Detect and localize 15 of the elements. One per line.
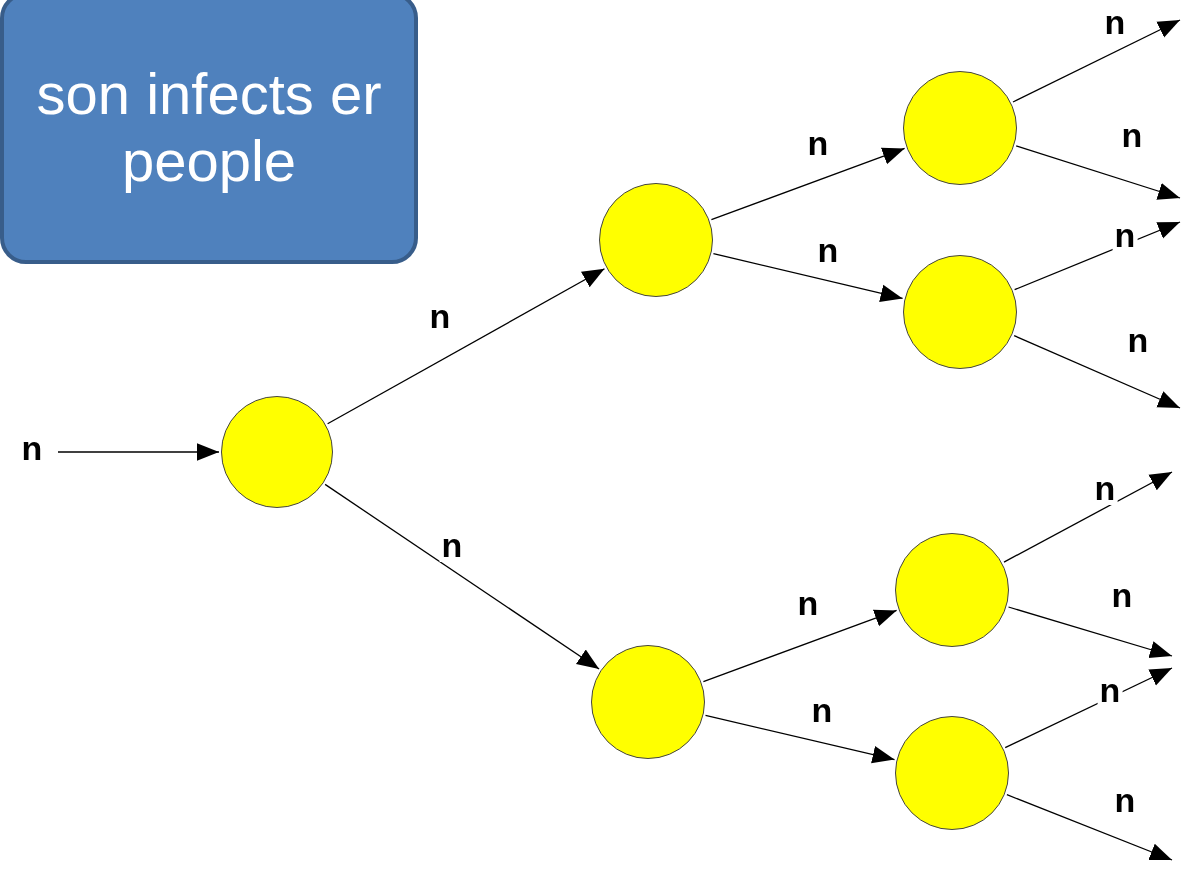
arrow — [1007, 606, 1173, 659]
arrow — [704, 714, 896, 764]
arrow — [1012, 19, 1181, 103]
arrow — [1015, 145, 1181, 200]
arrow — [702, 609, 898, 683]
arrow — [710, 147, 906, 221]
arrow — [1003, 471, 1173, 563]
arrow — [712, 252, 904, 302]
arrow — [326, 268, 606, 425]
callout-box — [0, 0, 418, 264]
arrow — [1006, 794, 1173, 861]
arrow — [57, 443, 220, 461]
arrow — [1013, 334, 1181, 409]
callout-text: son infects er people — [35, 61, 383, 195]
arrow — [324, 483, 600, 670]
